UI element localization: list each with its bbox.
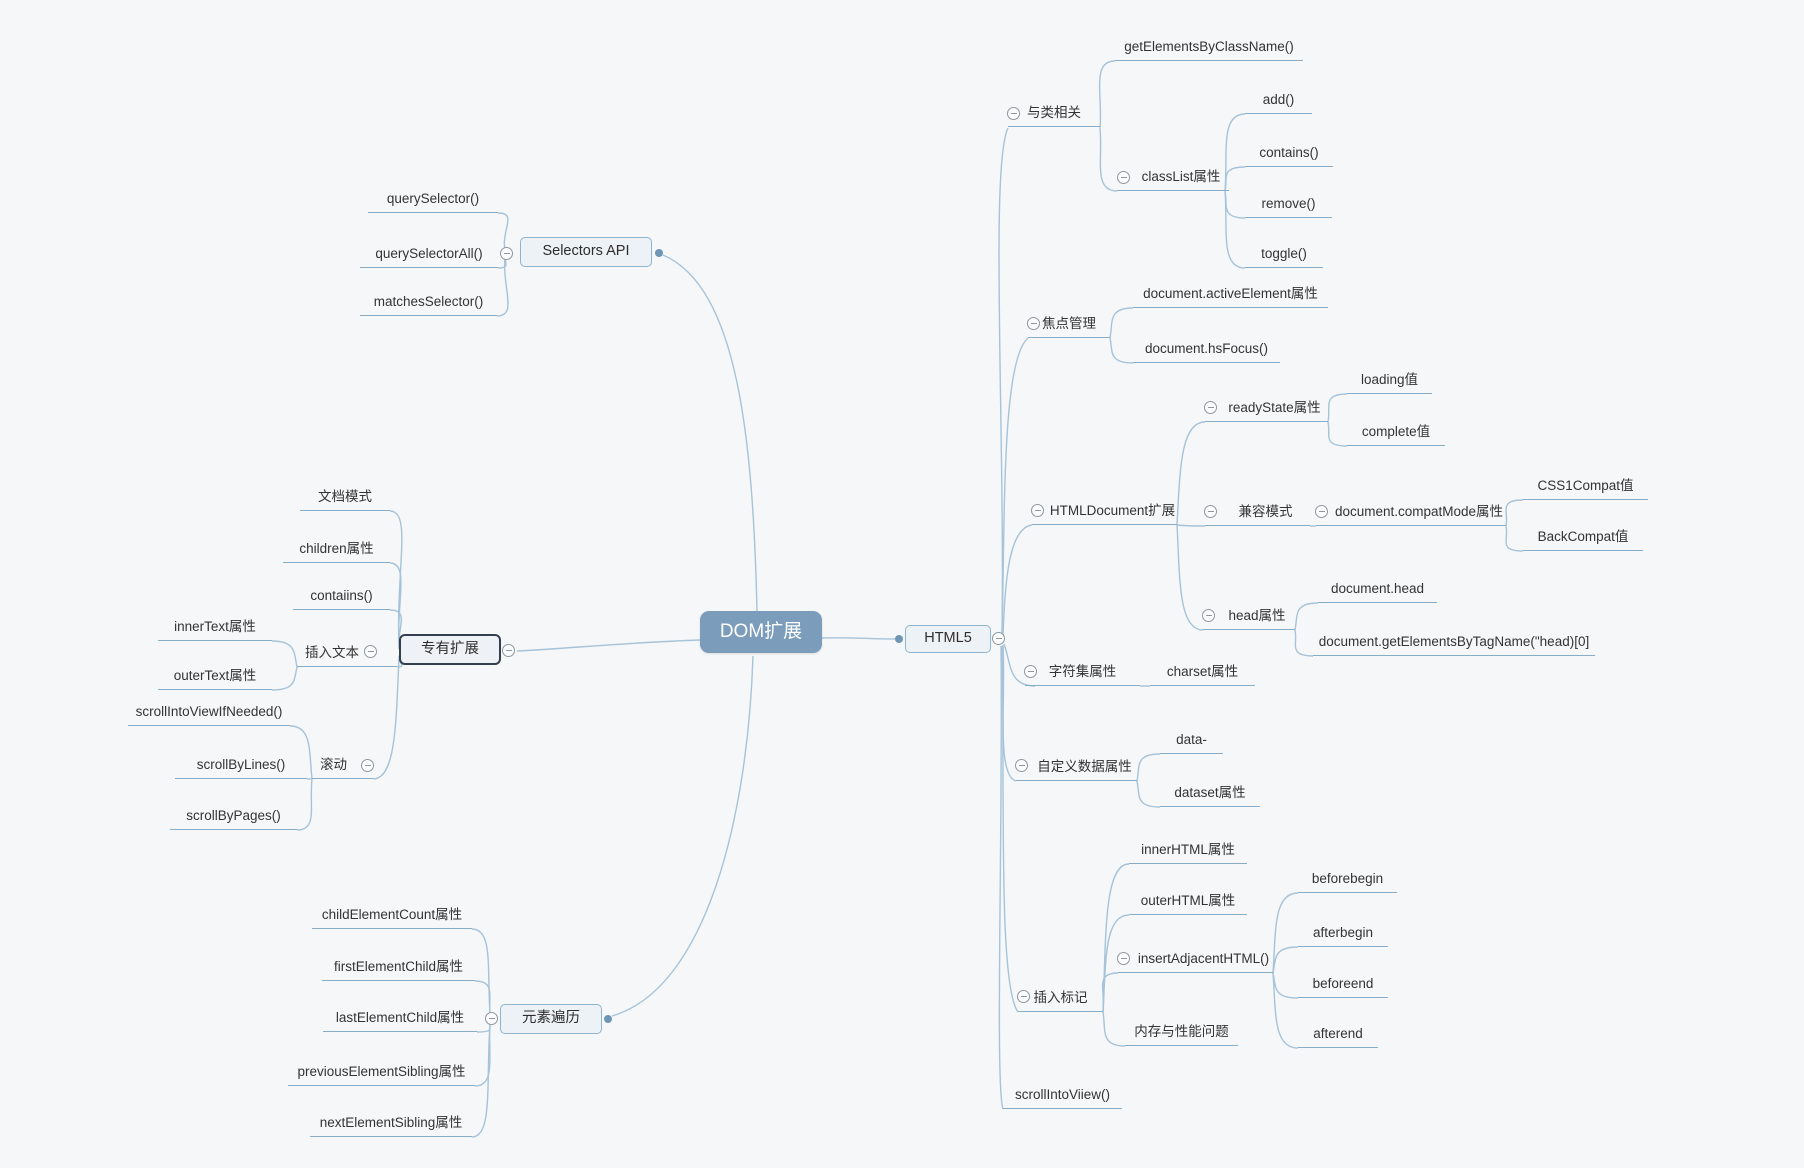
node-head-prop[interactable]: head属性 bbox=[1203, 607, 1295, 630]
collapse-icon-custom-data[interactable] bbox=[1015, 759, 1028, 772]
collapse-icon-element-traversal[interactable] bbox=[485, 1012, 498, 1025]
node-beforeend[interactable]: beforeend bbox=[1298, 975, 1388, 998]
node-toggle[interactable]: toggle() bbox=[1245, 245, 1323, 268]
node-complete-value[interactable]: complete值 bbox=[1347, 423, 1445, 446]
node-getelementsbyclassname[interactable]: getElementsByClassName() bbox=[1115, 38, 1303, 61]
node-contaiins[interactable]: contaiins() bbox=[293, 587, 390, 610]
collapse-icon-html5[interactable] bbox=[992, 632, 1005, 645]
node-contains[interactable]: contains() bbox=[1245, 144, 1333, 167]
collapse-icon-head-prop[interactable] bbox=[1202, 609, 1215, 622]
node-class-related[interactable]: 与类相关 bbox=[1008, 104, 1100, 127]
node-loading-value[interactable]: loading值 bbox=[1347, 371, 1432, 394]
collapse-icon-readystate[interactable] bbox=[1204, 401, 1217, 414]
node-readystate[interactable]: readyState属性 bbox=[1205, 399, 1328, 422]
node-backcompat[interactable]: BackCompat值 bbox=[1523, 528, 1643, 551]
node-classlist[interactable]: classList属性 bbox=[1117, 168, 1229, 191]
collapse-icon-class-related[interactable] bbox=[1007, 107, 1020, 120]
central-topic[interactable]: DOM扩展 bbox=[700, 611, 822, 653]
collapse-icon-selectors-api[interactable] bbox=[500, 247, 513, 260]
node-hsfocus[interactable]: document.hsFocus() bbox=[1133, 340, 1280, 363]
node-outerhtml[interactable]: outerHTML属性 bbox=[1129, 892, 1247, 915]
node-scrollbypages[interactable]: scrollByPages() bbox=[170, 807, 297, 830]
collapse-icon-insert-markup[interactable] bbox=[1017, 990, 1030, 1003]
collapse-icon-focus-management[interactable] bbox=[1027, 317, 1040, 330]
node-children-prop[interactable]: children属性 bbox=[283, 540, 390, 563]
node-queryselectorall[interactable]: querySelectorAll() bbox=[360, 245, 498, 268]
node-insert-markup[interactable]: 插入标记 bbox=[1018, 989, 1103, 1012]
topic-selectors-api[interactable]: Selectors API bbox=[520, 237, 652, 267]
collapse-icon-proprietary[interactable] bbox=[502, 644, 515, 657]
node-compatmode-prop[interactable]: document.compatMode属性 bbox=[1316, 503, 1506, 526]
node-css1compat[interactable]: CSS1Compat值 bbox=[1523, 477, 1648, 500]
node-scroll-group[interactable]: 滚动 bbox=[312, 756, 373, 779]
node-lastelementchild[interactable]: lastElementChild属性 bbox=[323, 1009, 477, 1032]
node-firstelementchild[interactable]: firstElementChild属性 bbox=[322, 958, 475, 981]
node-queryselector[interactable]: querySelector() bbox=[368, 190, 498, 213]
node-charset-group[interactable]: 字符集属性 bbox=[1025, 663, 1140, 686]
collapse-icon-charset-group[interactable] bbox=[1024, 665, 1037, 678]
collapse-icon-compatmode-prop[interactable] bbox=[1315, 505, 1328, 518]
node-scrollbylines[interactable]: scrollByLines() bbox=[175, 756, 307, 779]
node-innerhtml[interactable]: innerHTML属性 bbox=[1129, 841, 1247, 864]
node-activeelement[interactable]: document.activeElement属性 bbox=[1133, 285, 1328, 308]
node-scrollintoviiew[interactable]: scrollIntoViiew() bbox=[1003, 1086, 1122, 1109]
node-data-dash[interactable]: data- bbox=[1160, 731, 1223, 754]
node-afterend[interactable]: afterend bbox=[1298, 1025, 1378, 1048]
connector-dot-html5 bbox=[895, 635, 903, 643]
node-charset-prop[interactable]: charset属性 bbox=[1150, 663, 1255, 686]
node-dataset-prop[interactable]: dataset属性 bbox=[1160, 784, 1260, 807]
node-insert-text[interactable]: 插入文本 bbox=[297, 644, 397, 667]
node-beforebegin[interactable]: beforebegin bbox=[1298, 870, 1397, 893]
node-htmldocument-ext[interactable]: HTMLDocument扩展 bbox=[1032, 502, 1177, 525]
collapse-icon-htmldocument-ext[interactable] bbox=[1031, 504, 1044, 517]
node-focus-management[interactable]: 焦点管理 bbox=[1028, 315, 1110, 338]
node-add[interactable]: add() bbox=[1245, 91, 1312, 114]
node-document-mode[interactable]: 文档模式 bbox=[300, 488, 390, 511]
node-nextelementsibling[interactable]: nextElementSibling属性 bbox=[310, 1114, 472, 1137]
node-insertadjacenthtml[interactable]: insertAdjacentHTML() bbox=[1118, 950, 1273, 973]
topic-proprietary-extensions[interactable]: 专有扩展 bbox=[399, 634, 501, 665]
collapse-icon-insert-text[interactable] bbox=[364, 645, 377, 658]
node-childelementcount[interactable]: childElementCount属性 bbox=[312, 906, 472, 929]
node-memory-performance[interactable]: 内存与性能问题 bbox=[1125, 1023, 1238, 1046]
topic-html5[interactable]: HTML5 bbox=[905, 625, 991, 653]
collapse-icon-classlist[interactable] bbox=[1117, 171, 1130, 184]
node-previouselementsibling[interactable]: previousElementSibling属性 bbox=[288, 1063, 475, 1086]
collapse-icon-compat-mode[interactable] bbox=[1204, 505, 1217, 518]
node-getelementsbytagname-head[interactable]: document.getElementsByTagName("head)[0] bbox=[1313, 633, 1595, 656]
node-remove[interactable]: remove() bbox=[1245, 195, 1332, 218]
collapse-icon-insertadjacenthtml[interactable] bbox=[1117, 952, 1130, 965]
node-innertext[interactable]: innerText属性 bbox=[158, 618, 272, 641]
node-custom-data[interactable]: 自定义数据属性 bbox=[1016, 758, 1137, 781]
node-scrollintoviewifneeded[interactable]: scrollIntoViewIfNeeded() bbox=[128, 703, 290, 726]
collapse-icon-scroll[interactable] bbox=[361, 759, 374, 772]
node-outertext[interactable]: outerText属性 bbox=[158, 667, 272, 690]
connector-dot-selectors-api bbox=[655, 249, 663, 257]
connector-dot-element-traversal bbox=[604, 1015, 612, 1023]
node-document-head[interactable]: document.head bbox=[1318, 580, 1437, 603]
node-matchesselector[interactable]: matchesSelector() bbox=[360, 293, 497, 316]
node-compat-mode[interactable]: 兼容模式 bbox=[1205, 503, 1310, 526]
node-afterbegin[interactable]: afterbegin bbox=[1298, 924, 1388, 947]
topic-element-traversal[interactable]: 元素遍历 bbox=[500, 1004, 602, 1034]
